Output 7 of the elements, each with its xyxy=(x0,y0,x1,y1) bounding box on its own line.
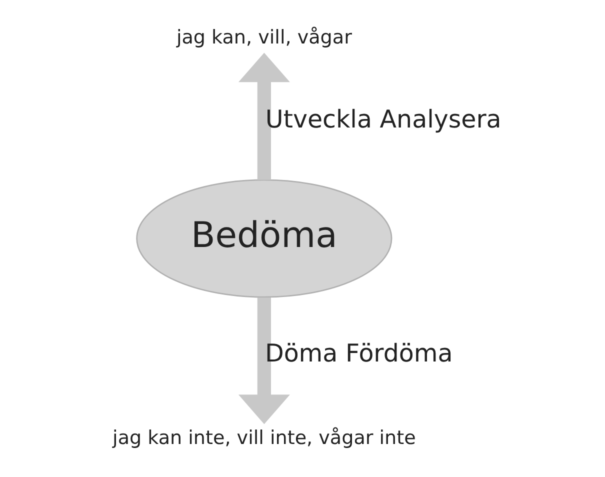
edge-label: Utveckla Analysera xyxy=(264,104,501,134)
arrow xyxy=(238,298,290,424)
arrow xyxy=(238,52,290,180)
node-ellipse: Bedöma xyxy=(136,179,392,298)
edge-label: Döma Fördöma xyxy=(264,338,452,368)
node-text: jag kan inte, vill inte, vågar inte xyxy=(112,426,416,449)
node-text: jag kan, vill, vågar xyxy=(176,26,352,48)
